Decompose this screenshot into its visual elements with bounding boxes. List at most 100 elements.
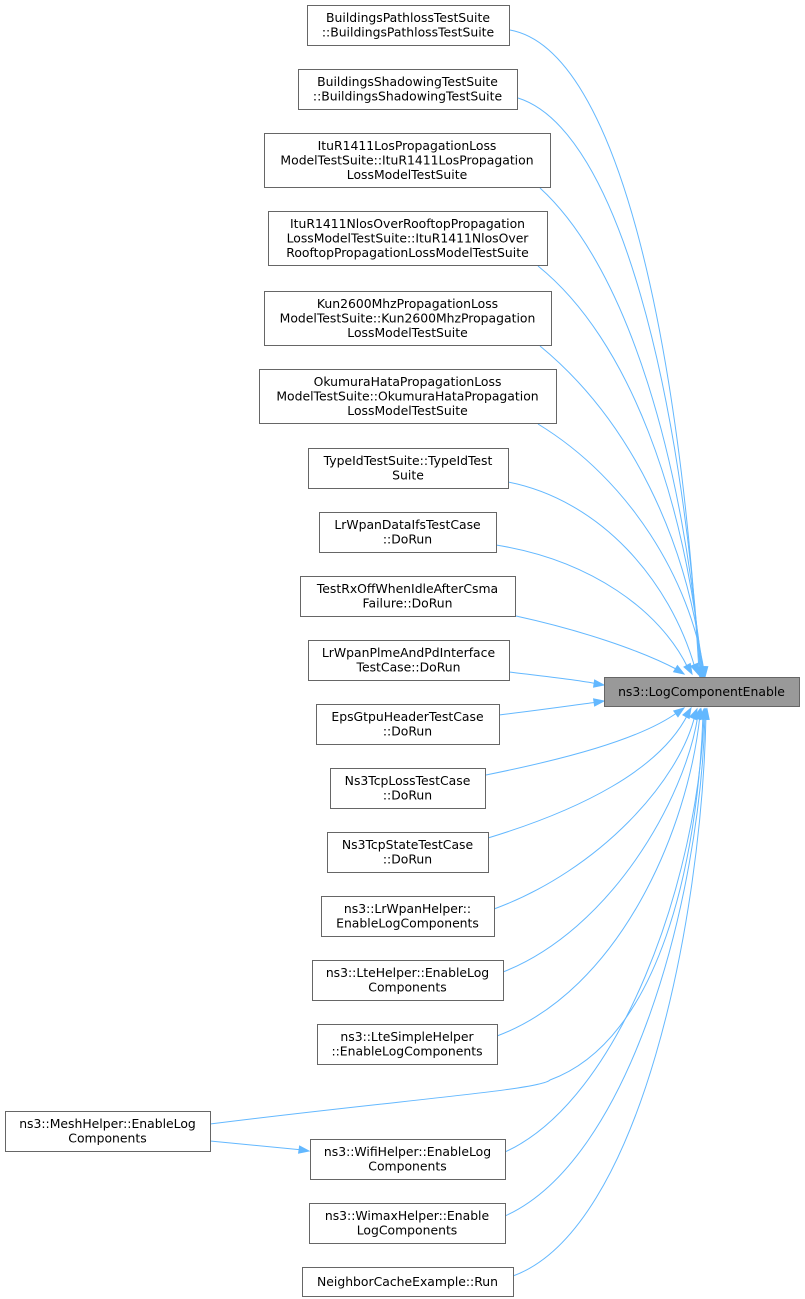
node-label-line: BuildingsPathlossTestSuite bbox=[326, 10, 490, 25]
caller-node-box[interactable] bbox=[309, 1203, 506, 1244]
edge-n20-to-target bbox=[512, 707, 710, 1277]
caller-node-box[interactable] bbox=[264, 133, 551, 188]
edge-line bbox=[515, 615, 679, 671]
node-label-line: ::DoRun bbox=[383, 788, 432, 803]
edge-line bbox=[496, 714, 701, 1037]
caller-node-box[interactable] bbox=[308, 640, 510, 681]
caller-node[interactable]: ns3::MeshHelper::EnableLogComponents bbox=[5, 1111, 211, 1152]
caller-node[interactable]: Ns3TcpLossTestCase::DoRun bbox=[330, 768, 486, 809]
node-label-line: Components bbox=[368, 980, 446, 995]
edge-n19-to-target bbox=[504, 707, 709, 1217]
node-label-line: LrWpanPlmeAndPdInterface bbox=[322, 645, 495, 660]
node-label-line: ::BuildingsShadowingTestSuite bbox=[313, 89, 502, 104]
edge-line bbox=[507, 481, 696, 669]
caller-node-box[interactable] bbox=[302, 1267, 514, 1297]
edge-line bbox=[493, 714, 696, 910]
caller-node[interactable]: TypeIdTestSuite::TypeIdTestSuite bbox=[308, 448, 509, 489]
edge-line bbox=[512, 714, 707, 1277]
caller-node-box[interactable] bbox=[298, 69, 518, 110]
node-label-line: TestCase::DoRun bbox=[356, 660, 461, 675]
caller-node[interactable]: ItuR1411NlosOverRooftopPropagationLossMo… bbox=[268, 211, 548, 266]
edge-n11-to-target bbox=[498, 698, 606, 716]
caller-node[interactable]: BuildingsShadowingTestSuite::BuildingsSh… bbox=[298, 69, 518, 110]
caller-node[interactable]: NeighborCacheExample::Run bbox=[302, 1267, 514, 1297]
edge-arrowhead bbox=[297, 1145, 311, 1154]
edge-line bbox=[517, 97, 701, 672]
caller-node-box[interactable] bbox=[330, 768, 486, 809]
node-label-line: Ns3TcpLossTestCase bbox=[345, 773, 471, 788]
node-label-line: EpsGtpuHeaderTestCase bbox=[331, 709, 483, 724]
edge-n1-to-target bbox=[509, 29, 704, 679]
edge-n5-to-target bbox=[539, 345, 708, 679]
node-label-line: Components bbox=[68, 1131, 146, 1146]
caller-node-box[interactable] bbox=[310, 1139, 506, 1180]
edge-line bbox=[209, 714, 704, 1125]
node-label-line: ItuR1411LosPropagationLoss bbox=[318, 138, 497, 153]
edge-n3-to-target bbox=[539, 187, 706, 679]
node-label-line: ::DoRun bbox=[383, 532, 432, 547]
node-label-line: RooftopPropagationLossModelTestSuite bbox=[286, 245, 528, 260]
edge-line bbox=[502, 714, 699, 973]
caller-node[interactable]: OkumuraHataPropagationLossModelTestSuite… bbox=[259, 369, 557, 424]
caller-node[interactable]: ns3::WifiHelper::EnableLogComponents bbox=[310, 1139, 506, 1180]
caller-node-box[interactable] bbox=[300, 576, 516, 617]
target-node-box[interactable] bbox=[604, 677, 800, 707]
node-label-line: ::DoRun bbox=[383, 852, 432, 867]
node-label-line: ns3::MeshHelper::EnableLog bbox=[19, 1116, 196, 1131]
edge-arrowhead bbox=[699, 666, 709, 679]
caller-node[interactable]: Ns3TcpStateTestCase::DoRun bbox=[327, 832, 489, 873]
caller-node[interactable]: ns3::LrWpanHelper::EnableLogComponents bbox=[321, 896, 495, 937]
edge-n16-to-target bbox=[496, 707, 704, 1037]
caller-node[interactable]: BuildingsPathlossTestSuite::BuildingsPat… bbox=[307, 5, 510, 46]
caller-node-box[interactable] bbox=[312, 960, 504, 1001]
edge-line bbox=[495, 544, 689, 669]
node-label-line: LossModelTestSuite bbox=[347, 325, 467, 340]
edge-n17-to-n18 bbox=[209, 1140, 311, 1154]
edge-line bbox=[487, 713, 689, 839]
caller-node-box[interactable] bbox=[327, 832, 489, 873]
caller-node-box[interactable] bbox=[264, 291, 552, 346]
caller-node-box[interactable] bbox=[317, 1024, 498, 1065]
edge-arrowhead bbox=[682, 706, 692, 720]
edge-arrowhead bbox=[672, 664, 686, 675]
edge-n15-to-target bbox=[502, 707, 702, 973]
caller-node[interactable]: ns3::WimaxHelper::EnableLogComponents bbox=[309, 1203, 506, 1244]
caller-node-box[interactable] bbox=[316, 704, 500, 745]
node-label-line: EnableLogComponents bbox=[336, 916, 479, 931]
caller-node[interactable]: ItuR1411LosPropagationLossModelTestSuite… bbox=[264, 133, 551, 188]
caller-node-box[interactable] bbox=[319, 512, 497, 553]
caller-node-box[interactable] bbox=[259, 369, 557, 424]
caller-node-box[interactable] bbox=[308, 448, 509, 489]
node-label-line: ModelTestSuite::OkumuraHataPropagation bbox=[276, 388, 538, 403]
edge-line bbox=[509, 29, 700, 672]
node-label-line: ns3::LrWpanHelper:: bbox=[344, 901, 471, 916]
node-label-line: Components bbox=[368, 1159, 446, 1174]
nodes-layer: BuildingsPathlossTestSuite::BuildingsPat… bbox=[5, 5, 800, 1297]
caller-node[interactable]: LrWpanDataIfsTestCase::DoRun bbox=[319, 512, 497, 553]
node-label-line: TestRxOffWhenIdleAfterCsma bbox=[316, 581, 498, 596]
node-label-line: ns3::LteHelper::EnableLog bbox=[326, 965, 489, 980]
node-label-line: ns3::WifiHelper::EnableLog bbox=[324, 1144, 491, 1159]
target-node[interactable]: ns3::LogComponentEnable bbox=[604, 677, 800, 707]
edge-n7-to-target bbox=[507, 481, 699, 676]
edge-n4-to-target bbox=[537, 265, 707, 679]
node-label-line: Failure::DoRun bbox=[363, 596, 453, 611]
node-label-line: LogComponents bbox=[357, 1223, 458, 1238]
caller-node-box[interactable] bbox=[321, 896, 495, 937]
caller-node[interactable]: ns3::LteSimpleHelper::EnableLogComponent… bbox=[317, 1024, 498, 1065]
node-label-line: TypeIdTestSuite::TypeIdTest bbox=[323, 453, 493, 468]
caller-node-box[interactable] bbox=[307, 5, 510, 46]
edge-n8-to-target bbox=[495, 544, 693, 676]
node-label-line: LossModelTestSuite::ItuR1411NlosOver bbox=[287, 230, 530, 245]
edge-n6-to-target bbox=[537, 423, 709, 679]
caller-node[interactable]: Kun2600MhzPropagationLossModelTestSuite:… bbox=[264, 291, 552, 346]
edge-n13-to-target bbox=[487, 706, 692, 839]
caller-node[interactable]: ns3::LteHelper::EnableLogComponents bbox=[312, 960, 504, 1001]
edge-line bbox=[508, 671, 599, 685]
caller-node-box[interactable] bbox=[5, 1111, 211, 1152]
caller-node-box[interactable] bbox=[268, 211, 548, 266]
caller-node[interactable]: EpsGtpuHeaderTestCase::DoRun bbox=[316, 704, 500, 745]
